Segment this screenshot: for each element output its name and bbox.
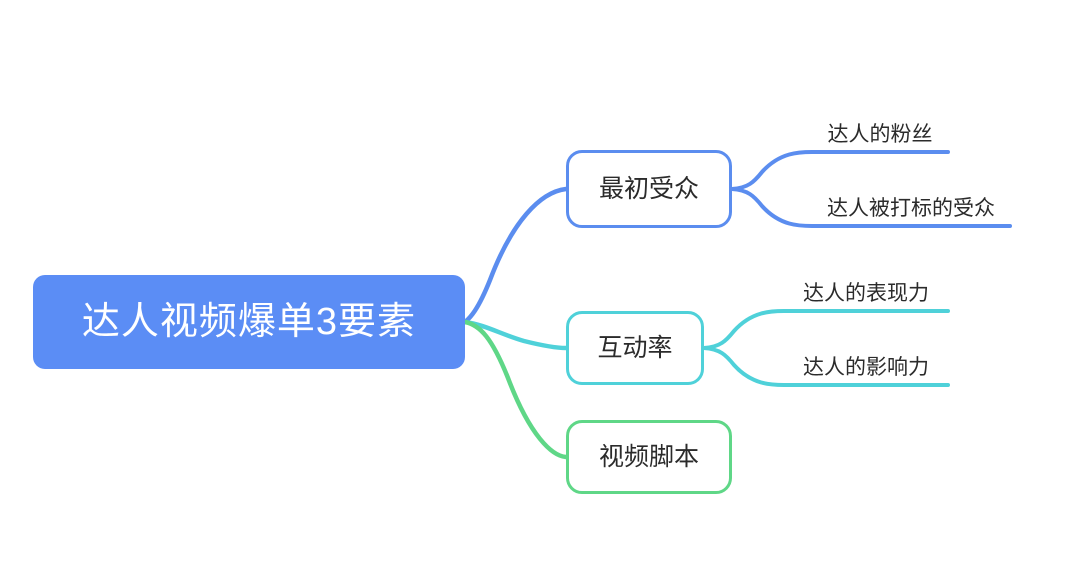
connector-root-to-branch-3 xyxy=(462,319,569,460)
branch-node-3-label: 视频脚本 xyxy=(598,442,699,471)
leaf-node-1-2[interactable]: 达人被打标的受众 xyxy=(812,184,1010,226)
connector-root-to-branch-1 xyxy=(462,186,569,325)
root-node-label: 达人视频爆单3要素 xyxy=(81,301,417,343)
branch-node-2[interactable]: 互动率 xyxy=(566,311,704,385)
leaf-node-2-2-label: 达人的影响力 xyxy=(803,356,929,379)
leaf-node-1-2-label: 达人被打标的受众 xyxy=(827,197,995,220)
branch-node-2-label: 互动率 xyxy=(597,333,673,362)
branch-node-1-label: 最初受众 xyxy=(598,174,699,203)
connector-root-to-branch-2 xyxy=(462,319,569,351)
leaf-node-1-1-label: 达人的粉丝 xyxy=(827,123,933,146)
branch-node-1[interactable]: 最初受众 xyxy=(566,150,732,228)
leaf-node-1-1[interactable]: 达人的粉丝 xyxy=(812,110,948,152)
branch-node-3[interactable]: 视频脚本 xyxy=(566,420,732,494)
leaf-node-2-2[interactable]: 达人的影响力 xyxy=(784,343,948,385)
leaf-node-2-1[interactable]: 达人的表现力 xyxy=(784,269,948,311)
root-node[interactable]: 达人视频爆单3要素 xyxy=(33,275,465,369)
leaf-node-2-1-label: 达人的表现力 xyxy=(803,282,929,305)
